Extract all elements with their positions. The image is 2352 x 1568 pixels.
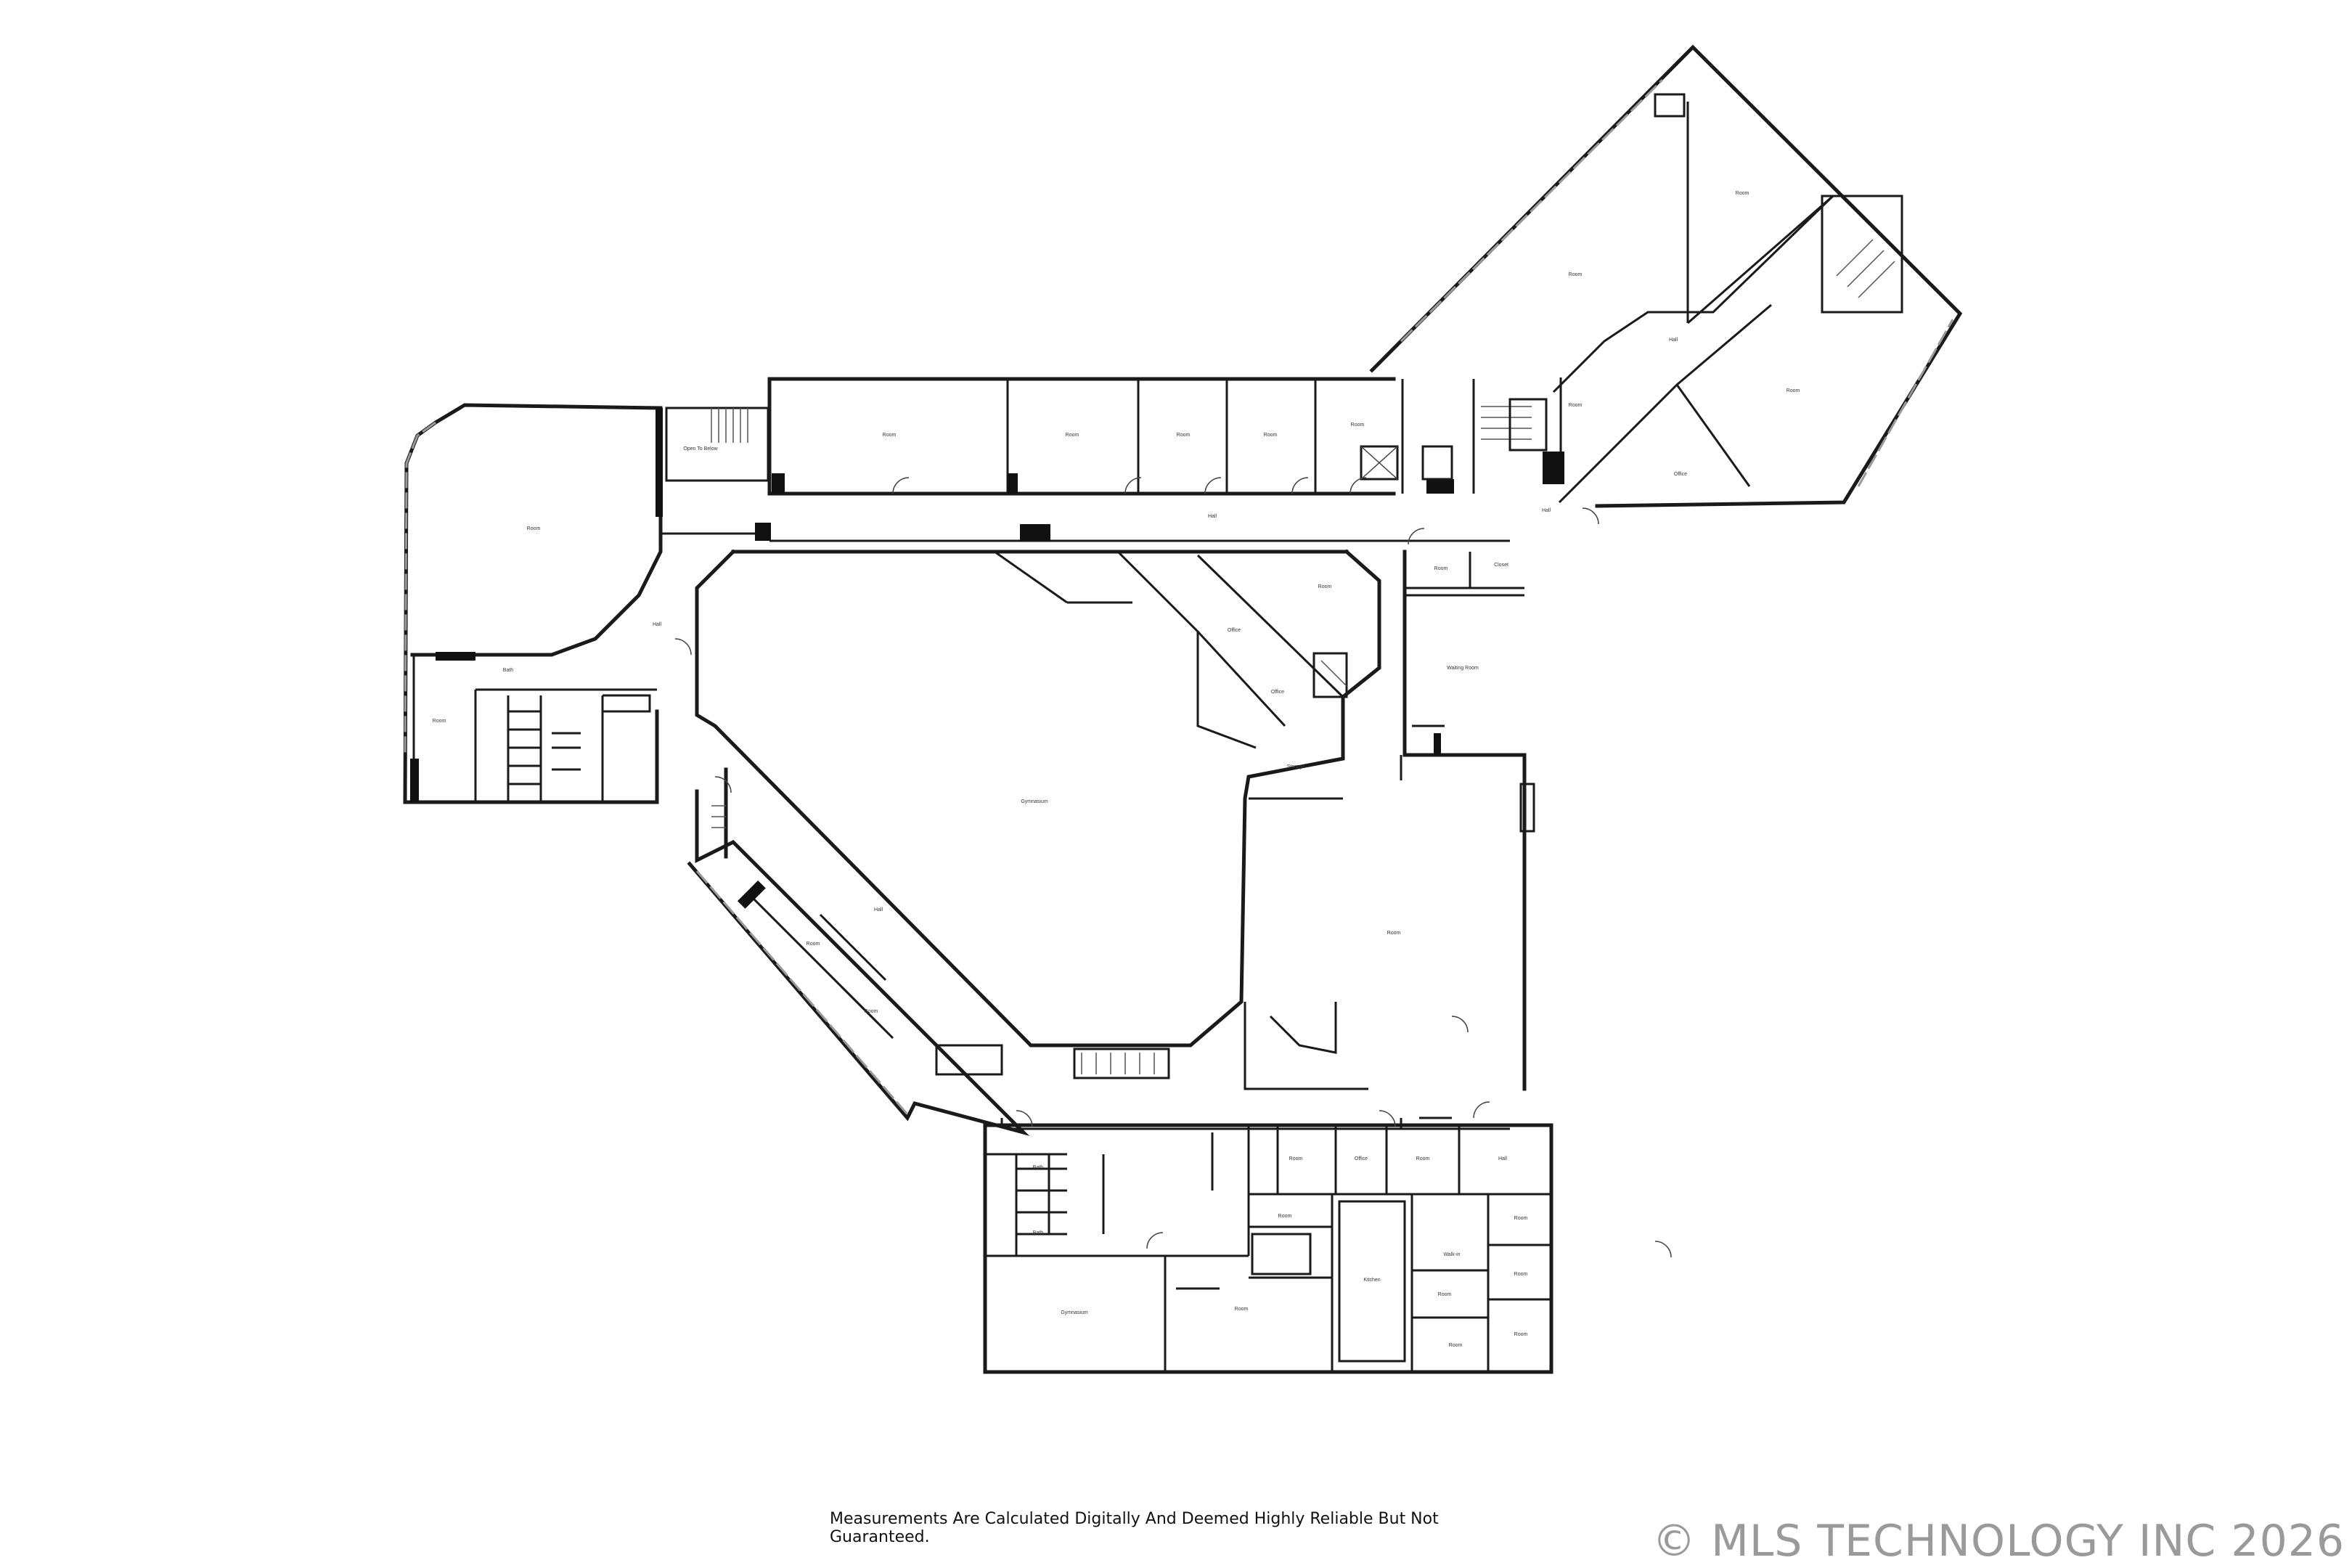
room-label: Office	[1271, 690, 1284, 695]
room-label: Room	[1736, 191, 1749, 196]
room-label: Room	[1235, 1307, 1249, 1312]
room-label: Room	[1066, 433, 1079, 438]
central-octagon	[695, 549, 1381, 1048]
room-label: Room	[1514, 1272, 1528, 1277]
stair-open-to-below	[665, 407, 769, 482]
room-label: Room	[1416, 1156, 1430, 1161]
room-label: Room	[1434, 566, 1448, 571]
copyright-watermark: © MLS TECHNOLOGY INC 2026	[1652, 1516, 2345, 1567]
room-label: Room	[807, 942, 820, 947]
room-label: Room	[1449, 1343, 1463, 1348]
room-label: Room	[1264, 433, 1278, 438]
room-label: Room	[1787, 388, 1800, 393]
room-label: Room	[1177, 433, 1191, 438]
room-label: Room	[1514, 1332, 1528, 1337]
room-label: Room	[1569, 272, 1583, 277]
room-label: Room	[1289, 1156, 1303, 1161]
room-label: Room	[1278, 1214, 1292, 1219]
main-corridor	[661, 523, 1510, 542]
room-label: Kitchen	[1363, 1278, 1380, 1283]
room-label: Hall	[1498, 1156, 1508, 1161]
room-label: Hall	[1208, 514, 1217, 519]
room-label: Room	[1514, 1216, 1528, 1221]
room-label: Room	[1569, 403, 1583, 408]
room-label: Office	[1355, 1156, 1368, 1161]
measurement-disclaimer: Measurements Are Calculated Digitally An…	[830, 1510, 1439, 1546]
room-labels: Room Room Bath Hall Open To Below Room R…	[433, 191, 1800, 1348]
room-label: Room	[1351, 422, 1365, 428]
room-label: Gymnasium	[1021, 799, 1048, 804]
room-label: Hall	[1669, 338, 1678, 343]
north-classrooms	[767, 377, 1532, 496]
room-label: Gymnasium	[1061, 1310, 1088, 1315]
east-block	[1244, 550, 1535, 1091]
northeast-wing	[1369, 44, 1963, 508]
room-label: Room	[1438, 1292, 1452, 1297]
door-swings	[674, 477, 1672, 1258]
room-label: Walk-in	[1443, 1252, 1460, 1257]
room-label: Room	[1387, 931, 1401, 936]
room-label: Room	[1318, 584, 1332, 589]
room-label: Bath	[1033, 1165, 1044, 1170]
room-label: Room	[433, 719, 446, 724]
room-label: Closet	[1494, 563, 1508, 568]
room-label: Bath	[503, 668, 514, 673]
room-label: Office	[1674, 472, 1687, 477]
room-label: Hall	[1542, 508, 1551, 513]
room-label: Office	[1228, 628, 1241, 633]
room-label: Waiting Room	[1447, 666, 1479, 671]
south-block	[983, 1116, 1553, 1374]
southwest-corridor	[687, 767, 1170, 1136]
room-label: Storage	[1287, 764, 1305, 769]
room-label: Hall	[653, 622, 662, 627]
room-label: Open To Below	[683, 446, 718, 452]
room-label: Room	[883, 433, 897, 438]
west-wing	[403, 403, 663, 804]
room-label: Room	[865, 1009, 878, 1014]
room-label: Bath	[1033, 1230, 1044, 1236]
room-label: Hall	[874, 907, 883, 912]
room-label: Room	[527, 526, 541, 531]
